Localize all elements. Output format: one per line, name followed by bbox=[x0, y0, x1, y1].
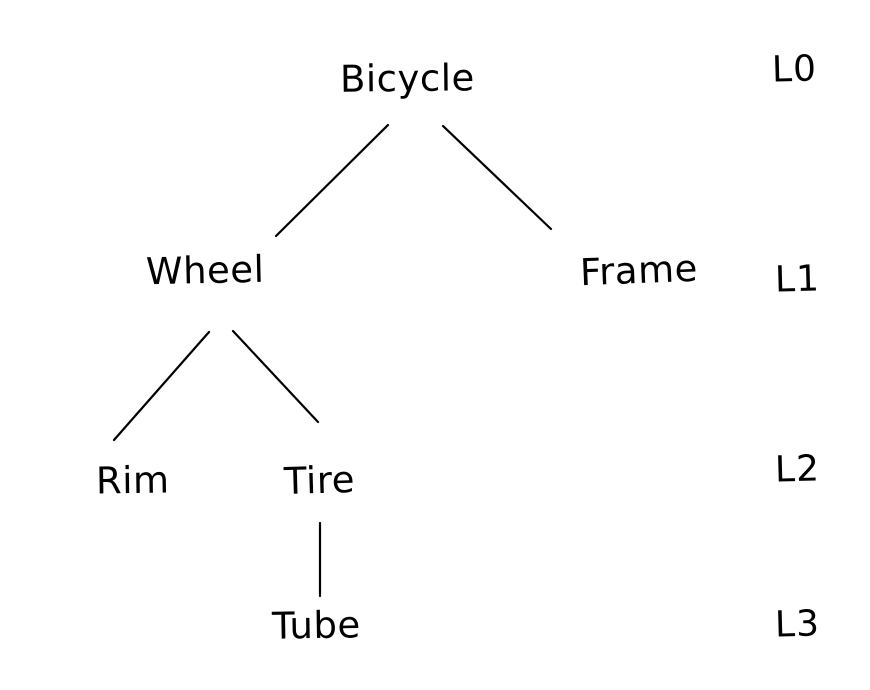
node-tube: Tube bbox=[271, 603, 362, 648]
node-tire: Tire bbox=[283, 458, 356, 503]
node-frame: Frame bbox=[579, 246, 699, 295]
node-bicycle: Bicycle bbox=[339, 56, 476, 101]
level-marker-l1: L1 bbox=[774, 258, 821, 301]
edge-bicycle-frame bbox=[441, 124, 553, 231]
edge-bicycle-wheel bbox=[274, 123, 390, 238]
node-rim: Rim bbox=[95, 458, 170, 503]
level-marker-l3: L3 bbox=[774, 603, 821, 646]
edge-wheel-rim bbox=[112, 330, 211, 442]
level-marker-l0: L0 bbox=[771, 48, 818, 91]
node-wheel: Wheel bbox=[145, 247, 265, 294]
level-marker-l2: L2 bbox=[774, 448, 821, 491]
edge-wheel-tire bbox=[231, 329, 320, 424]
